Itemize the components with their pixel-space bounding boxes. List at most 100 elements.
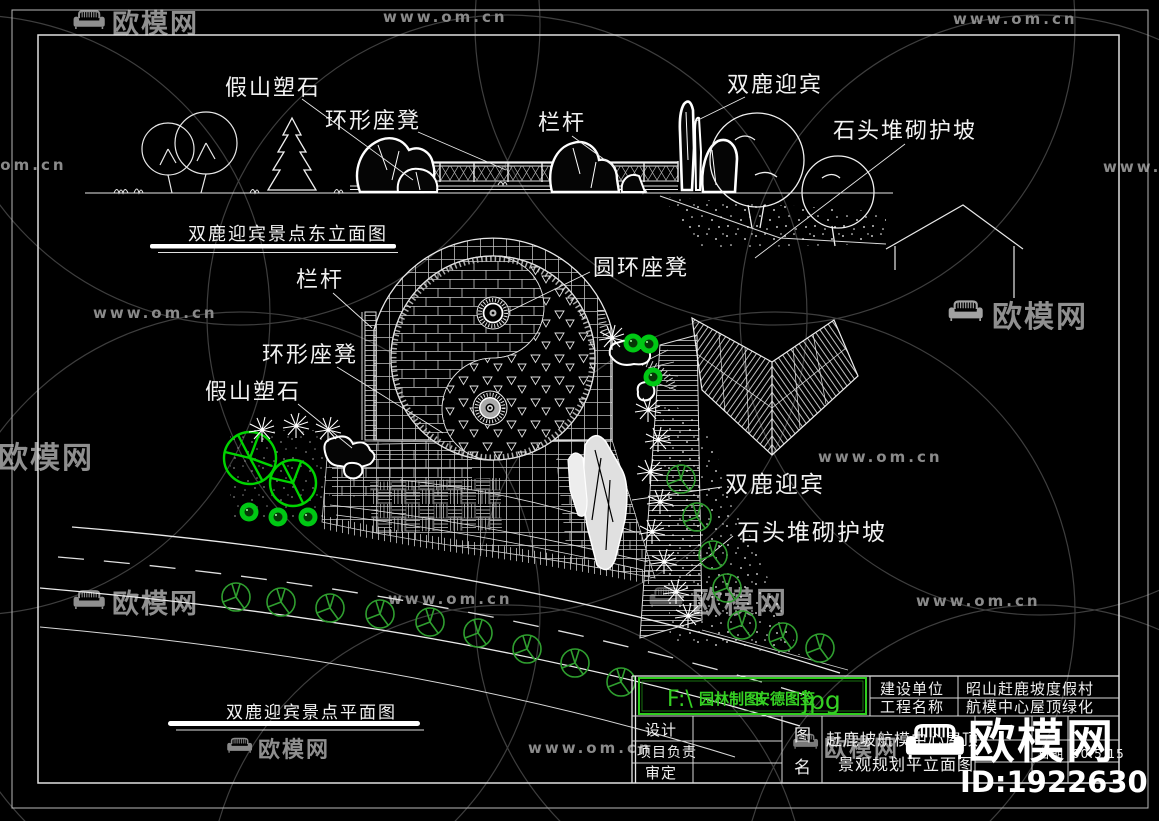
watermark-url: www.om.cn	[93, 304, 218, 322]
watermark-url: www.om.cn	[916, 592, 1041, 610]
road-edge-lower	[39, 587, 801, 727]
leader-line	[301, 98, 414, 181]
slope-toe-line	[701, 629, 849, 671]
field-design-label: 设计	[645, 721, 677, 739]
field-project-lead-label: 项目负责	[637, 745, 697, 761]
shrub-ball	[268, 507, 288, 527]
inner-border	[37, 34, 1120, 784]
leader-line	[297, 403, 353, 449]
v-roof-building	[691, 316, 859, 456]
watermark-url: www.om.cn	[383, 8, 508, 26]
watermark-url: www.om.cn	[1103, 158, 1159, 176]
label-stone-slope-elevation: 石头堆砌护坡	[833, 119, 977, 144]
road-edge-upper	[71, 526, 841, 674]
project-name-label: 工程名称	[880, 698, 944, 716]
watermarks-gray: 欧模网 www.om.cn www.om.cn www.om.cn www.om…	[0, 8, 1159, 763]
plan-title: 双鹿迎宾景点平面图	[226, 703, 397, 723]
label-deer-elevation: 双鹿迎宾	[727, 73, 823, 98]
railing-plan	[361, 311, 377, 441]
watermark-url: www.om.cn	[0, 156, 67, 174]
plan-view: 栏杆 圆环座凳 环形座凳 假山塑石 双鹿迎宾 石头堆砌护坡	[205, 237, 887, 671]
watermark-brand: 欧模网	[824, 736, 899, 762]
label-ring-bench-plan: 环形座凳	[262, 343, 358, 368]
title-block-rows	[632, 697, 1119, 764]
leader-line	[417, 131, 507, 171]
watermark-brand: 欧模网	[992, 300, 1088, 335]
label-railing-elevation: 栏杆	[538, 111, 586, 136]
watermark-brand-large: 欧模网	[968, 715, 1115, 770]
project-name-value: 航模中心屋顶绿化	[966, 698, 1094, 716]
ring-bench-lower	[472, 390, 508, 426]
edge-band	[320, 515, 654, 585]
road-centerline	[57, 556, 823, 701]
leader-line	[754, 143, 906, 259]
watermark-brand: 欧模网	[258, 737, 330, 763]
leader-line	[507, 271, 591, 313]
walk-edge	[39, 626, 736, 758]
drawing-name-label-1: 图	[794, 726, 812, 746]
watermark-brand: 欧模网	[0, 441, 94, 476]
basket-paving	[370, 478, 502, 532]
watermark-big: 欧模网 ID:1922630	[904, 715, 1148, 799]
sofa-logo-icon	[72, 10, 106, 31]
title-block-border	[631, 675, 1119, 783]
leader-line	[332, 292, 373, 329]
construction-unit-label: 建设单位	[880, 680, 944, 698]
ring-bench-upper	[476, 296, 510, 330]
grass-tufts	[113, 181, 648, 195]
watermark-brand: 欧模网	[112, 589, 199, 620]
watermark-url: www.om.cn	[953, 10, 1078, 28]
drawing-frame	[11, 9, 1149, 809]
watermark-url: www.om.cn	[388, 590, 513, 608]
label-circular-bench-plan: 圆环座凳	[593, 256, 689, 281]
house-outline	[885, 204, 1024, 298]
watermark-url: www.om.cn	[818, 448, 943, 466]
elevation-view: 假山塑石 环形座凳 栏杆 双鹿迎宾 石头堆砌护坡 双鹿迎宾景点东立面图	[85, 73, 1024, 298]
road	[39, 526, 841, 758]
title-underline	[150, 244, 396, 249]
title-block-cols	[692, 676, 1069, 783]
file-stamp: F:\ 园林制图\ 安德图签 jpg	[638, 677, 867, 715]
field-approval-label: 审定	[645, 764, 677, 782]
drawing-name-line2: 景观规划平立面图	[838, 755, 974, 774]
title-underline	[168, 721, 420, 726]
shrub-ball	[239, 502, 259, 522]
stamp-ext: jpg	[801, 686, 841, 715]
rockery-elevation	[355, 137, 647, 194]
label-rockery-elevation: 假山塑石	[225, 76, 321, 101]
watermark-id: ID:1922630	[960, 765, 1148, 799]
leader-line	[631, 486, 723, 501]
label-railing-plan: 栏杆	[296, 268, 344, 293]
construction-unit-value: 昭山赶鹿坡度假村	[966, 680, 1094, 698]
stamp-folder: 园林制图\	[699, 690, 765, 708]
label-deer-plan: 双鹿迎宾	[725, 472, 825, 498]
label-ring-bench-elevation: 环形座凳	[325, 109, 421, 134]
outer-border	[11, 9, 1149, 809]
leader-line	[336, 366, 444, 434]
leader-line	[693, 96, 746, 123]
stamp-file: 安德图签	[755, 690, 816, 708]
stone-slope-stipple-plan	[662, 395, 800, 655]
sofa-logo-icon	[947, 300, 984, 323]
stone-slope-stipple-elevation	[662, 197, 886, 248]
sofa-logo-icon	[226, 737, 253, 754]
plan-title-group: 双鹿迎宾景点平面图	[168, 703, 424, 731]
taiji-plaza	[390, 255, 596, 461]
label-stone-slope-plan: 石头堆砌护坡	[737, 520, 887, 546]
shrub-ball	[643, 367, 663, 387]
label-rockery-plan: 假山塑石	[205, 380, 301, 405]
deer-sculpture-plan	[567, 435, 628, 571]
shrub-ball	[639, 334, 659, 354]
date-label: 日期	[1038, 747, 1064, 761]
date-value: 00.5.15	[1072, 747, 1125, 761]
shrub-circle-large	[222, 430, 318, 508]
tree-elevation-left	[141, 111, 238, 194]
drawing-name-label-2: 名	[794, 758, 812, 778]
conifer-tree	[266, 116, 318, 191]
shrub-ball	[298, 507, 318, 527]
elevation-title: 双鹿迎宾景点东立面图	[188, 224, 388, 245]
watermark-url: www.om.cn	[528, 739, 653, 757]
